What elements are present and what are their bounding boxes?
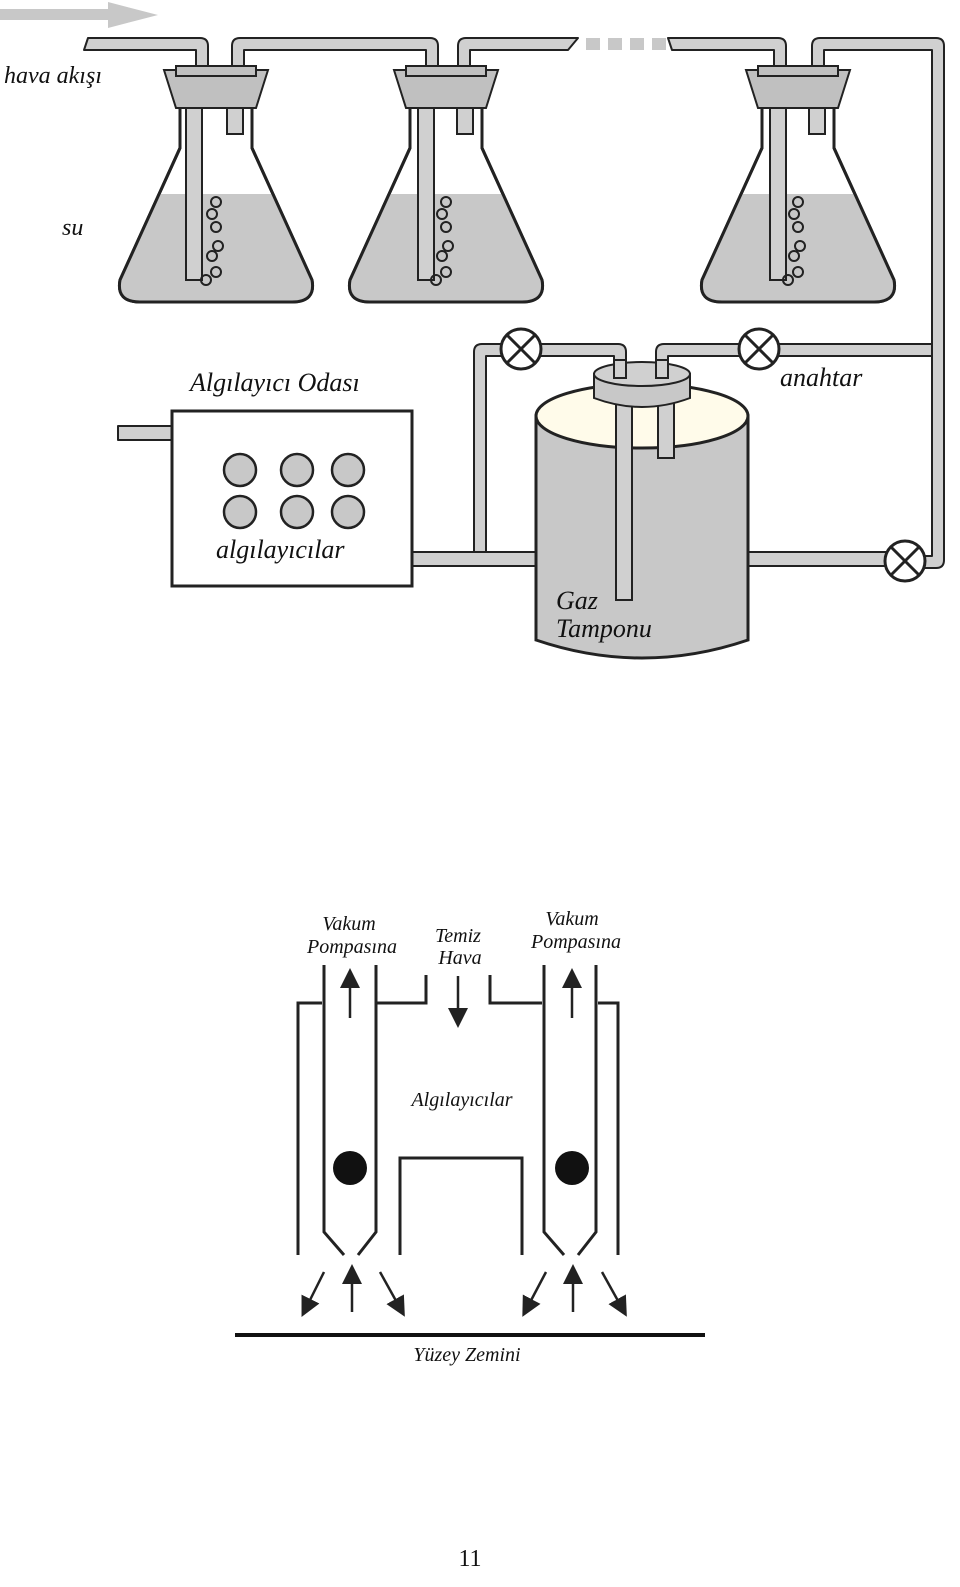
- air-flow-label: hava akışı: [4, 63, 102, 89]
- sensors-label-bottom: Algılayıcılar: [409, 1089, 512, 1111]
- valve-1: [499, 327, 543, 371]
- vacuum-left-line1: Vakum: [322, 913, 375, 935]
- flask-2: [347, 65, 545, 304]
- top-diagram: hava akışı su: [0, 2, 945, 660]
- vacuum-right-line1: Vakum: [545, 908, 598, 930]
- right-sensor-dot: [555, 1151, 589, 1185]
- sensor-chamber-label: Algılayıcı Odası: [188, 368, 360, 397]
- sensor-array: [222, 452, 366, 530]
- gas-buffer-label-line1: Gaz: [556, 586, 598, 615]
- gas-buffer-tank: [534, 359, 750, 660]
- air-flow-arrow: [0, 2, 158, 28]
- left-sensor-dot: [333, 1151, 367, 1185]
- sensor-chamber: [170, 409, 414, 588]
- clean-air-line1: Temiz: [435, 925, 481, 947]
- vacuum-right-line2: Pompasına: [530, 931, 621, 953]
- ground-label: Yüzey Zemini: [413, 1344, 520, 1366]
- switch-label: anahtar: [780, 363, 863, 392]
- water-label: su: [62, 215, 83, 241]
- gas-piping: [117, 343, 933, 567]
- valve-3: [883, 539, 927, 583]
- vacuum-left-line2: Pompasına: [306, 936, 397, 958]
- sensors-label: algılayıcılar: [216, 535, 345, 564]
- clean-air-line2: Hava: [437, 947, 481, 969]
- flask-1: [117, 65, 315, 304]
- bubbles-1: [200, 196, 224, 286]
- sampling-head-outline: [296, 965, 620, 1256]
- valve-2: [737, 327, 781, 371]
- flow-arrows: [301, 968, 627, 1317]
- gas-buffer-label-line2: Tamponu: [556, 614, 652, 643]
- bubbles-3: [782, 196, 806, 286]
- bottom-diagram: Vakum Pompasına Temiz Hava Vakum Pompası…: [235, 908, 705, 1366]
- flask-3: [699, 65, 897, 304]
- bubbles-2: [430, 196, 454, 286]
- page-number: 11: [458, 1546, 481, 1572]
